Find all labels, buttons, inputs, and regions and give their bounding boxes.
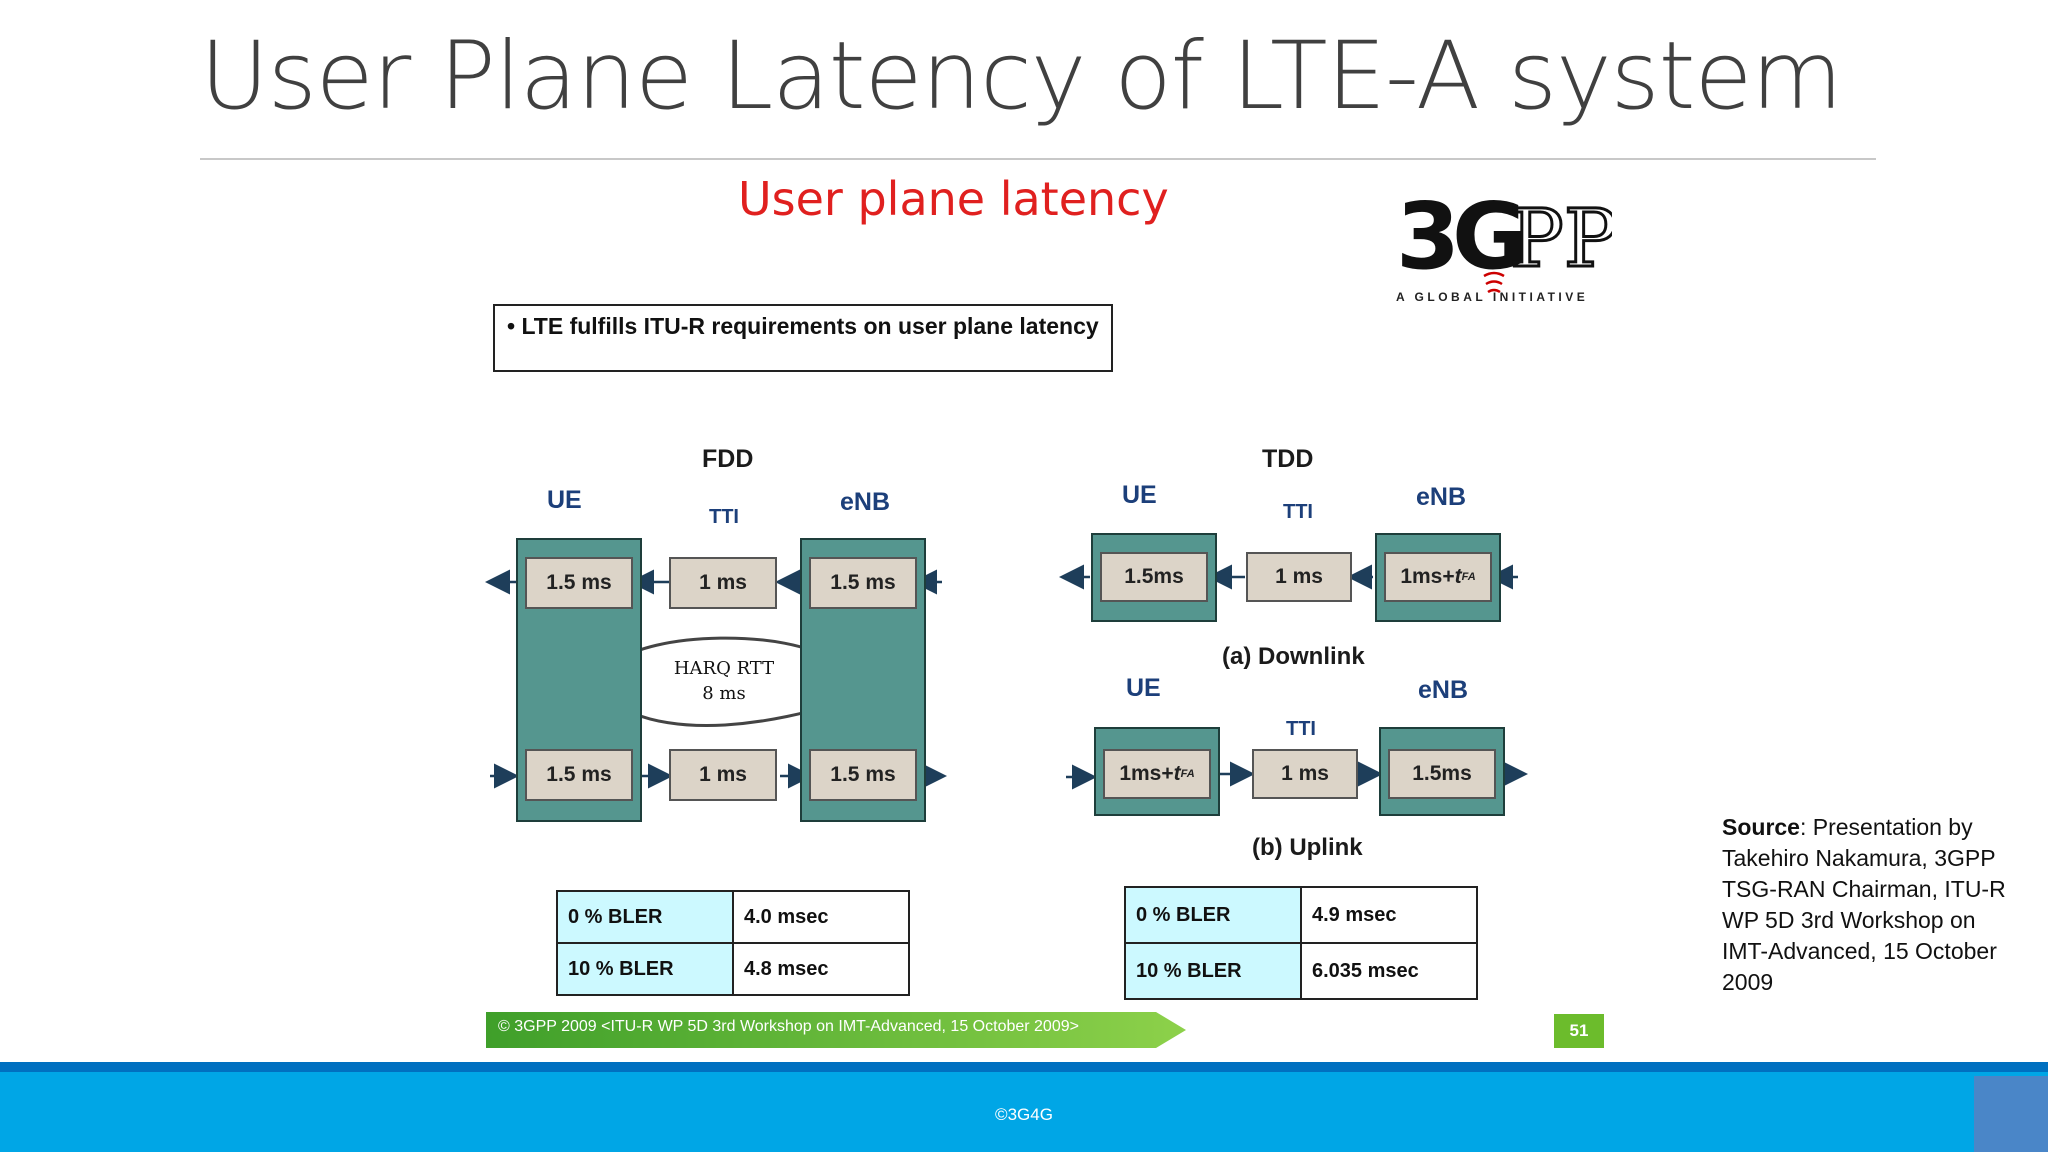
requirement-bullet-box: • LTE fulfills ITU-R requirements on use…: [493, 304, 1113, 372]
tdd-header: TDD: [1262, 445, 1314, 473]
fdd-tti-bottom-box: 1 ms: [669, 749, 777, 801]
source-note: Source: Presentation by Takehiro Nakamur…: [1722, 812, 2012, 998]
tdd-ul-tti-label: TTI: [1286, 718, 1316, 740]
fdd-header: FDD: [702, 445, 754, 473]
bler-cell: 0 % BLER: [1124, 886, 1302, 944]
tdd-uplink-caption: (b) Uplink: [1252, 834, 1363, 861]
latency-cell: 4.0 msec: [732, 890, 910, 944]
table-row: 0 % BLER 4.0 msec: [556, 890, 910, 944]
svg-text:3G: 3G: [1396, 183, 1521, 290]
footer-bar: [0, 1062, 2048, 1152]
figure-subtitle: User plane latency: [738, 172, 1169, 226]
latency-cell: 6.035 msec: [1300, 942, 1478, 1000]
tdd-dl-enb-label: eNB: [1416, 483, 1467, 511]
tdd-ul-tti-box: 1 ms: [1252, 749, 1358, 799]
brand-logo: [1974, 1076, 2048, 1152]
logo-tagline: A GLOBAL INITIATIVE: [1396, 290, 1589, 304]
tdd-ul-ue-value: 1ms+: [1119, 762, 1174, 785]
fdd-enb-label: eNB: [840, 488, 891, 516]
tdd-dl-ue-label: UE: [1122, 481, 1157, 509]
svg-text:PP: PP: [1510, 192, 1612, 285]
fdd-tti-label: TTI: [709, 506, 739, 528]
bler-cell: 10 % BLER: [1124, 942, 1302, 1000]
figure-page-number: 51: [1554, 1014, 1604, 1048]
tdd-dl-tti-label: TTI: [1283, 501, 1313, 523]
fdd-ue-label: UE: [547, 486, 582, 514]
tdd-downlink-caption: (a) Downlink: [1222, 643, 1365, 670]
table-row: 10 % BLER 6.035 msec: [1124, 942, 1478, 1000]
bler-cell: 0 % BLER: [556, 890, 734, 944]
source-text: : Presentation by Takehiro Nakamura, 3GP…: [1722, 814, 2006, 995]
slide-title: User Plane Latency of LTE-A system: [200, 22, 1843, 131]
table-row: 0 % BLER 4.9 msec: [1124, 886, 1478, 944]
table-row: 10 % BLER 4.8 msec: [556, 942, 910, 996]
title-divider: [200, 158, 1876, 160]
footer-copyright: ©3G4G: [995, 1105, 1053, 1124]
figure-footer-banner: [486, 1012, 1186, 1048]
tdd-ul-enb-box: 1.5ms: [1388, 749, 1496, 799]
3gpp-logo: 3G PP: [1396, 183, 1612, 294]
source-label: Source: [1722, 814, 1800, 840]
bler-cell: 10 % BLER: [556, 942, 734, 996]
tdd-dl-ue-box: 1.5ms: [1100, 552, 1208, 602]
tdd-ul-ue-subscript: FA: [1180, 768, 1195, 780]
latency-cell: 4.9 msec: [1300, 886, 1478, 944]
fdd-ue-top-box: 1.5 ms: [525, 557, 633, 609]
latency-cell: 4.8 msec: [732, 942, 910, 996]
harq-rtt-value: 8 ms: [702, 683, 746, 704]
harq-rtt-label: HARQ RTT 8 ms: [662, 656, 786, 706]
fdd-enb-top-box: 1.5 ms: [809, 557, 917, 609]
fdd-enb-bottom-box: 1.5 ms: [809, 749, 917, 801]
tdd-ul-enb-label: eNB: [1418, 676, 1469, 704]
tdd-dl-enb-value: 1ms+: [1400, 565, 1455, 588]
tdd-dl-enb-subscript: FA: [1461, 571, 1476, 583]
fdd-tti-top-box: 1 ms: [669, 557, 777, 609]
tdd-ul-ue-label: UE: [1126, 674, 1161, 702]
tdd-bler-table: 0 % BLER 4.9 msec 10 % BLER 6.035 msec: [1124, 886, 1478, 1000]
harq-rtt-title: HARQ RTT: [673, 658, 775, 679]
fdd-bler-table: 0 % BLER 4.0 msec 10 % BLER 4.8 msec: [556, 890, 910, 996]
tdd-dl-tti-box: 1 ms: [1246, 552, 1352, 602]
fdd-ue-bottom-box: 1.5 ms: [525, 749, 633, 801]
footer-stripe: [0, 1062, 2048, 1072]
figure-footer-text: © 3GPP 2009 <ITU-R WP 5D 3rd Workshop on…: [498, 1018, 1079, 1035]
